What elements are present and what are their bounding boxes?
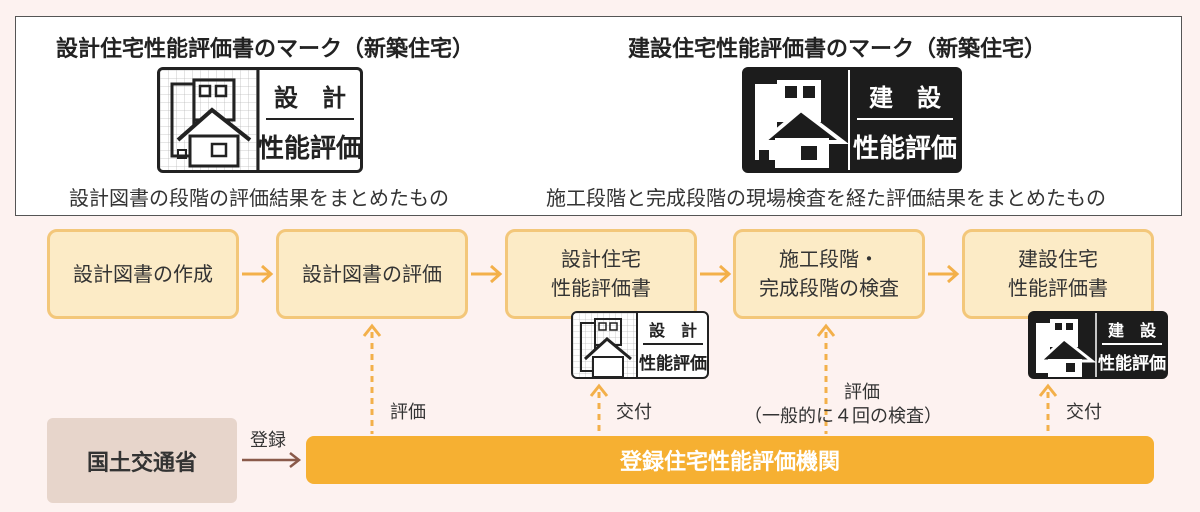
small-design-badge-bottom-text: 性能評価 xyxy=(639,354,707,374)
small-design-house-icon xyxy=(573,313,638,377)
issue-construction-arrow xyxy=(1038,383,1058,434)
registration-label: 登録 xyxy=(250,430,286,451)
design-badge-top-text: 設 計 xyxy=(274,84,346,112)
ministry-box: 国土交通省 xyxy=(47,418,237,503)
registration-arrow xyxy=(242,452,302,468)
step-create-design-docs: 設計図書の作成 xyxy=(47,229,239,319)
design-badge-bottom-text: 性能評価 xyxy=(258,134,363,164)
issue-design-arrow xyxy=(589,383,609,434)
design-house-icon xyxy=(160,70,260,170)
small-design-badge-divider xyxy=(643,343,703,345)
step-construction-performance-report: 建設住宅 性能評価書 xyxy=(962,229,1154,319)
evaluation-arrow xyxy=(362,323,382,434)
flow-arrow-1 xyxy=(242,264,274,284)
step-evaluate-design-docs: 設計図書の評価 xyxy=(276,229,468,319)
small-construction-badge-bottom-text: 性能評価 xyxy=(1098,354,1166,374)
flow-arrow-2 xyxy=(471,264,503,284)
flow-arrow-4 xyxy=(928,264,960,284)
small-design-badge-top-text: 設 計 xyxy=(648,321,697,340)
design-mark-title: 設計住宅性能評価書のマーク（新築住宅） xyxy=(56,37,475,62)
small-construction-badge: 建 設 性能評価 xyxy=(1028,311,1168,379)
small-design-badge: 設 計 性能評価 xyxy=(571,311,709,379)
small-construction-house-icon xyxy=(1036,313,1097,377)
registered-evaluation-agency-bar: 登録住宅性能評価機関 xyxy=(306,436,1154,484)
issue-design-label: 交付 xyxy=(616,402,652,423)
construction-badge-top-text: 建 設 xyxy=(869,84,941,112)
marks-panel: 設計住宅性能評価書のマーク（新築住宅） 建設住宅性能評価書のマーク（新築住宅） … xyxy=(15,16,1182,216)
flow-arrow-3 xyxy=(700,264,732,284)
design-badge-divider xyxy=(266,118,354,120)
small-construction-badge-divider xyxy=(1102,343,1162,345)
issue-construction-label: 交付 xyxy=(1066,402,1102,423)
construction-mark-badge: 建 設 性能評価 xyxy=(742,67,962,173)
design-mark-badge: 設 計 性能評価 xyxy=(157,67,363,173)
small-construction-badge-top-text: 建 設 xyxy=(1107,321,1156,340)
inspection-evaluation-label: 評価 xyxy=(844,382,880,403)
inspection-count-note: （一般的に４回の検査） xyxy=(744,406,942,427)
step-design-performance-report: 設計住宅 性能評価書 xyxy=(505,229,697,319)
design-mark-caption: 設計図書の段階の評価結果をまとめたもの xyxy=(69,186,449,210)
evaluation-label: 評価 xyxy=(390,402,426,423)
construction-mark-caption: 施工段階と完成段階の現場検査を経た評価結果をまとめたもの xyxy=(546,186,1106,210)
construction-house-icon xyxy=(755,70,850,170)
construction-badge-bottom-text: 性能評価 xyxy=(852,134,957,164)
construction-badge-divider xyxy=(857,118,953,120)
construction-mark-title: 建設住宅性能評価書のマーク（新築住宅） xyxy=(628,37,1047,62)
step-construction-inspection: 施工段階・ 完成段階の検査 xyxy=(733,229,925,319)
inspection-evaluation-arrow xyxy=(816,323,836,434)
